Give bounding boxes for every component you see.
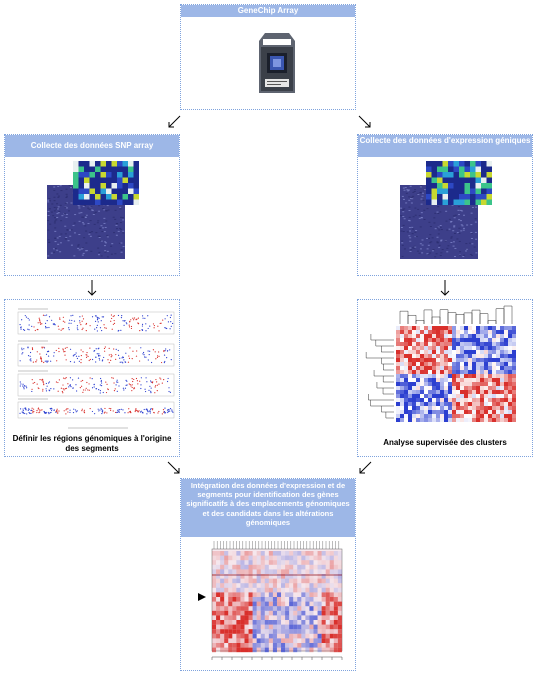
clusters-box: Analyse supervisée des clusters <box>357 299 533 457</box>
expression-title: Collecte des données d'expression géniqu… <box>358 135 532 157</box>
clusters-caption: Analyse supervisée des clusters <box>383 438 507 447</box>
genechip-cartridge-image <box>259 33 295 93</box>
integration-heatmap <box>198 541 343 660</box>
arrow-expression-to-clusters <box>440 280 450 296</box>
copy-number-plots <box>17 308 175 429</box>
arrow-top-to-expression <box>358 115 371 128</box>
arrow-clusters-to-integration <box>359 461 372 474</box>
snp-scan-image <box>47 161 139 259</box>
integration-title: Intégration des données d'expression et … <box>181 479 355 537</box>
genechip-box: GeneChip Array <box>180 4 356 110</box>
clustered-heatmap <box>365 305 516 422</box>
snp-box: Collecte des données SNP array <box>4 134 180 276</box>
snp-title: Collecte des données SNP array <box>5 135 179 157</box>
expression-scan-image <box>400 161 492 259</box>
segments-box: Définir les régions génomiques à l'origi… <box>4 299 180 457</box>
integration-box: Intégration des données d'expression et … <box>180 478 356 671</box>
arrow-segments-to-integration <box>167 461 180 474</box>
expression-box: Collecte des données d'expression géniqu… <box>357 134 533 276</box>
segments-caption: Définir les régions génomiques à l'origi… <box>12 434 172 453</box>
genechip-title: GeneChip Array <box>181 5 355 17</box>
arrow-snp-to-segments <box>87 280 97 296</box>
arrow-top-to-snp <box>168 115 181 128</box>
